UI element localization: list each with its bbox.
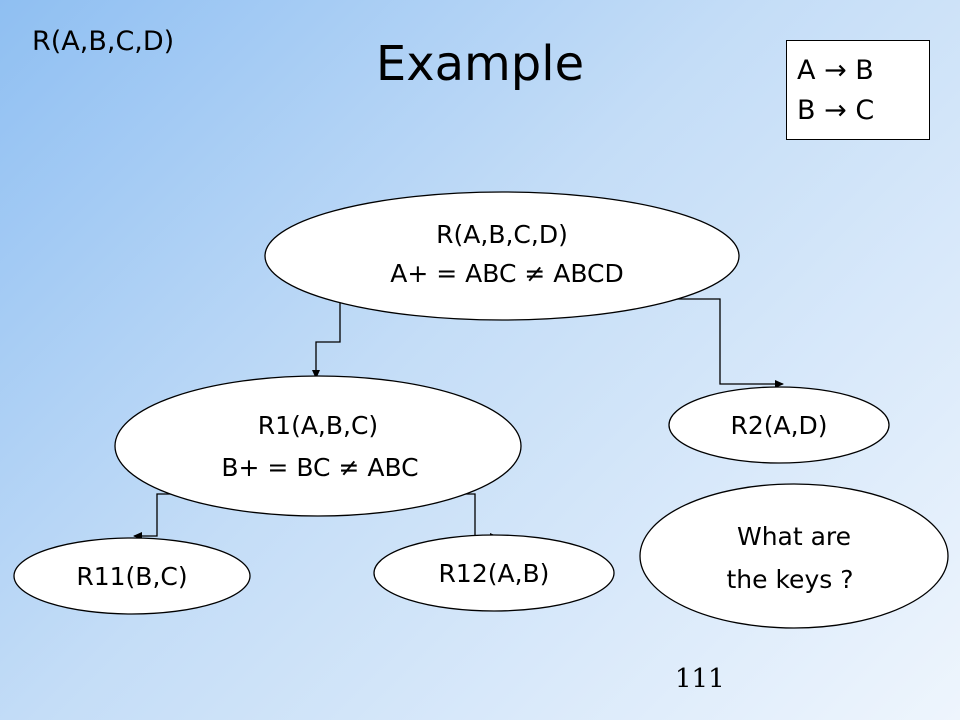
node-r1: R1(A,B,C) B+ = BC ≠ ABC	[114, 375, 522, 517]
connector-r1-to-r12	[452, 493, 499, 541]
question-line1: What are	[737, 522, 851, 551]
node-root-line1: R(A,B,C,D)	[436, 220, 568, 249]
question-line2: the keys ?	[727, 565, 854, 594]
node-root-line2: A+ = ABC ≠ ABCD	[390, 259, 624, 288]
connector-r1-to-r11	[133, 493, 183, 540]
node-root-ellipse	[264, 191, 740, 321]
connector-root-to-r2	[663, 298, 784, 388]
fd-line-1: A → B	[797, 51, 929, 91]
fd-2-left: B	[797, 95, 816, 126]
node-r11: R11(B,C)	[13, 537, 251, 615]
question-bubble: What are the keys ?	[639, 483, 949, 629]
fd-line-2: B → C	[797, 91, 929, 131]
question-ellipse	[639, 483, 949, 629]
fd-2-arrow-icon: →	[824, 95, 847, 126]
fd-1-left: A	[797, 55, 816, 86]
node-r11-ellipse	[13, 537, 251, 615]
node-r2-label: R2(A,D)	[730, 411, 827, 440]
connector-root-to-r1	[312, 298, 341, 379]
fd-1-right: B	[855, 55, 874, 86]
node-r1-line1: R1(A,B,C)	[258, 411, 378, 440]
corner-relation-label: R(A,B,C,D)	[32, 26, 175, 57]
fd-1-arrow-icon: →	[824, 55, 847, 86]
node-r11-label: R11(B,C)	[76, 562, 187, 591]
node-root-relation: R(A,B,C,D) A+ = ABC ≠ ABCD	[264, 191, 740, 321]
slide-title: Example	[375, 36, 585, 92]
node-r1-line2: B+ = BC ≠ ABC	[221, 453, 418, 482]
node-r12: R12(A,B)	[373, 534, 615, 612]
node-r12-label: R12(A,B)	[439, 559, 550, 588]
node-r1-ellipse	[114, 375, 522, 517]
page-number: 111	[675, 664, 725, 694]
node-r2-ellipse	[668, 386, 890, 464]
node-r2: R2(A,D)	[668, 386, 890, 464]
fd-2-right: C	[855, 95, 875, 126]
functional-dependencies-box: A → B B → C	[786, 40, 930, 140]
node-r12-ellipse	[373, 534, 615, 612]
